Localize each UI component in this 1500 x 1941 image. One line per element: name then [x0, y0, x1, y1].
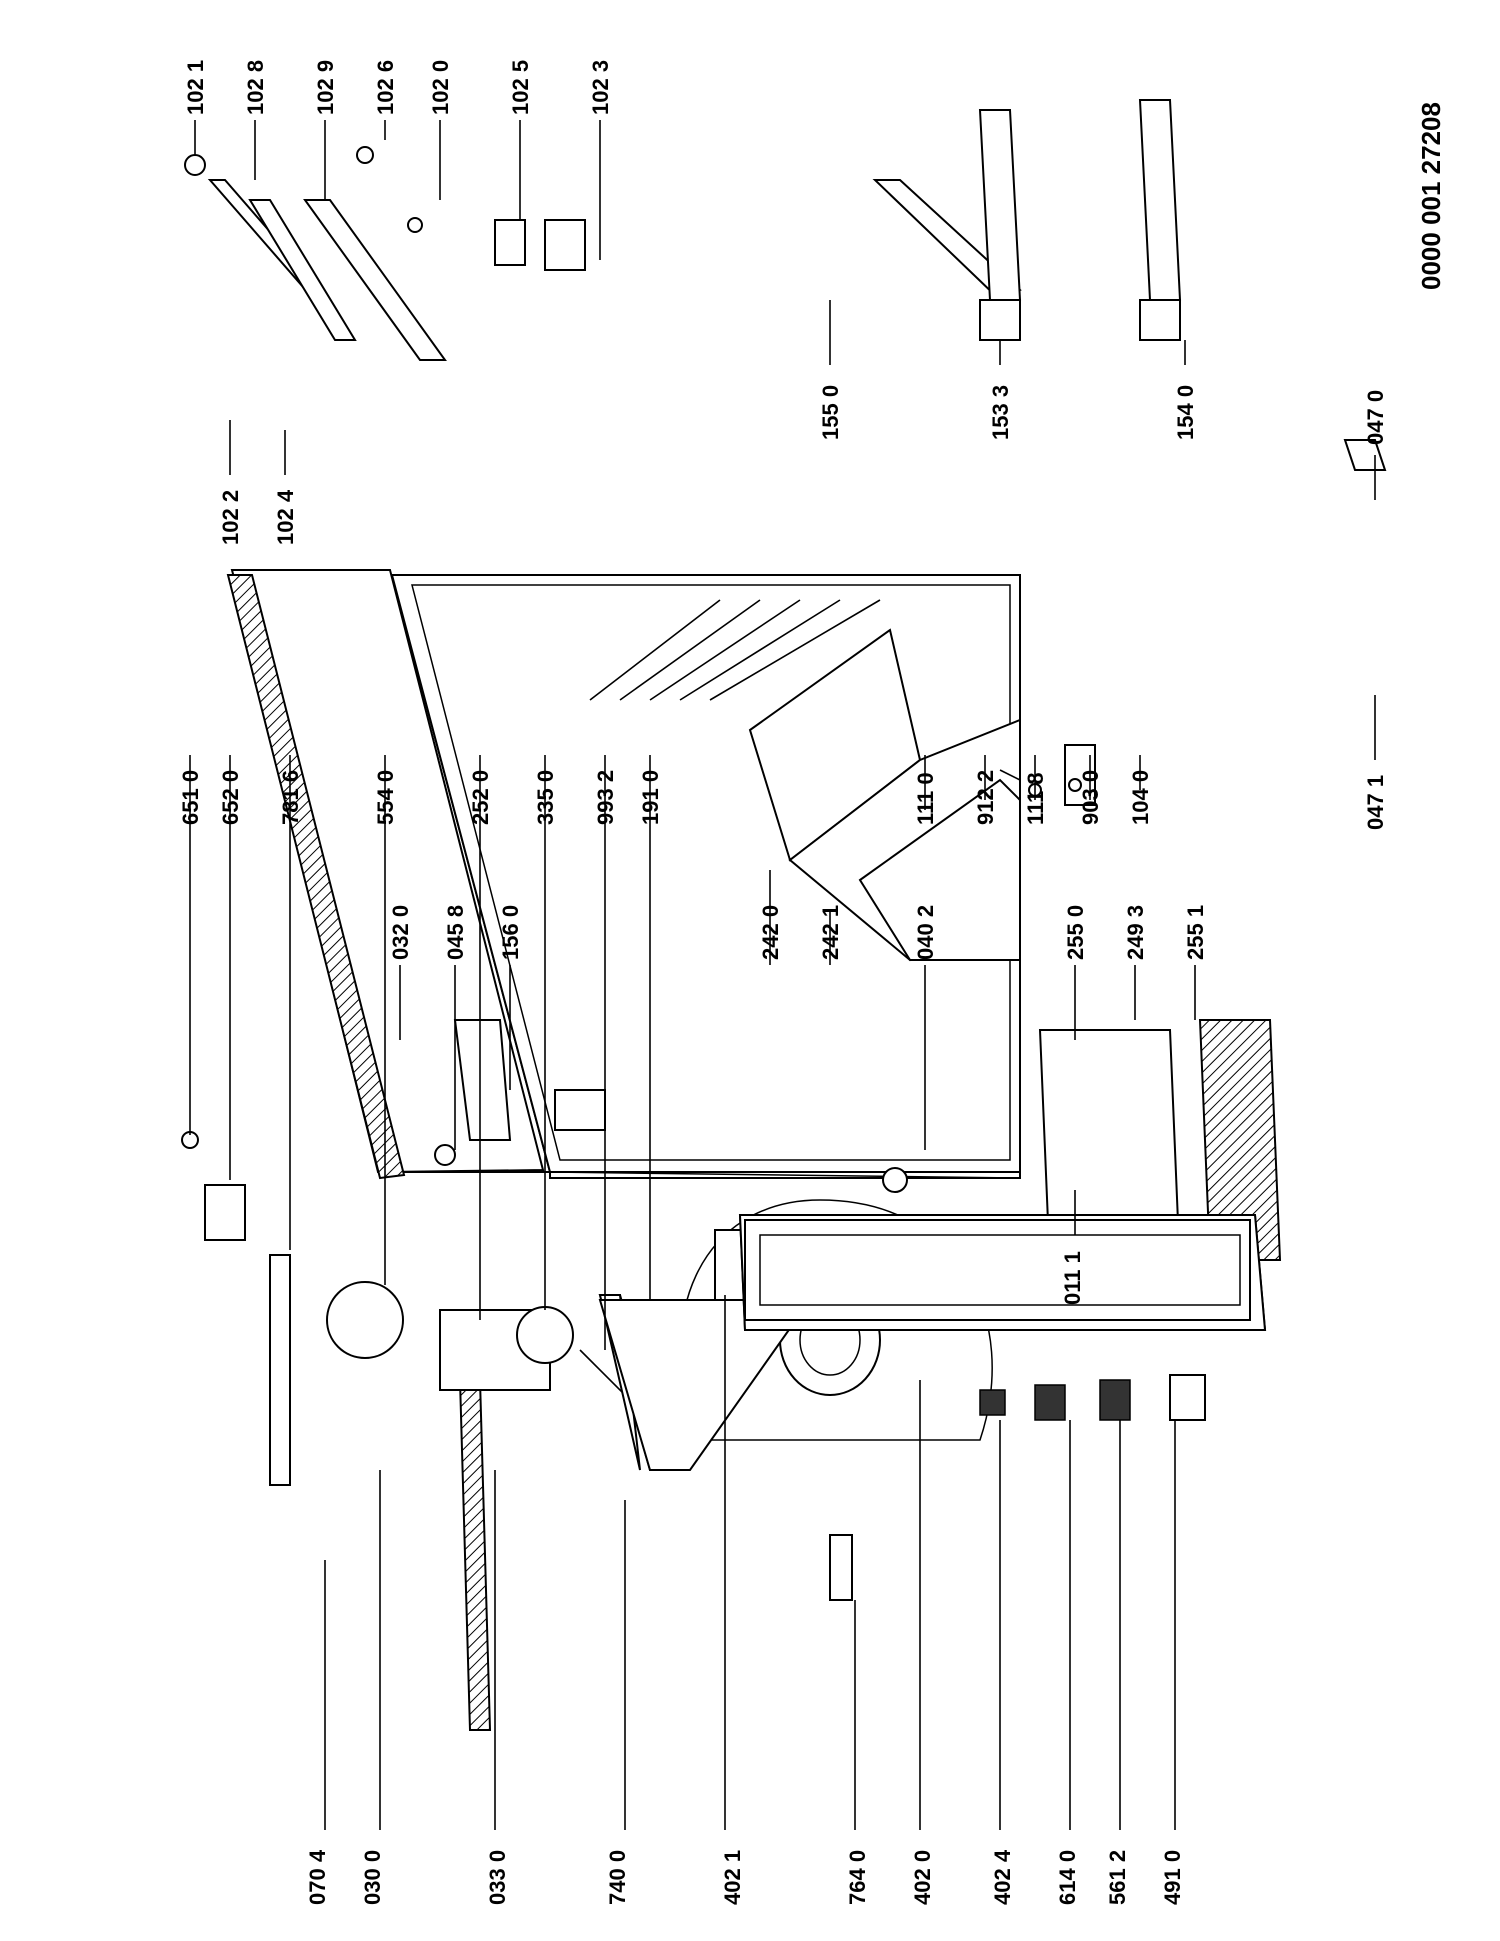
callout-0111: 011 1 [1060, 1251, 1085, 1305]
callout-1110: 111 0 [913, 772, 938, 825]
callout-0320: 032 0 [388, 905, 413, 960]
callout-6520: 652 0 [218, 770, 243, 825]
hinge-pin [434, 1144, 456, 1166]
crisper-cover [858, 778, 1021, 961]
freezer-door-frame [598, 1299, 812, 1471]
light-holder [204, 1184, 246, 1241]
callout-2520: 252 0 [468, 770, 493, 825]
thermostat-housing [453, 1019, 512, 1141]
callout-3350: 335 0 [533, 770, 558, 825]
filter-drier [829, 1534, 853, 1601]
freezer-clip [356, 146, 374, 164]
callout-1040: 104 0 [1128, 770, 1153, 825]
callout-0458: 045 8 [443, 905, 468, 960]
condenser-coil [458, 1379, 492, 1731]
callout-1910: 191 0 [638, 770, 663, 825]
callout-0402: 040 2 [913, 905, 938, 960]
callout-1020: 102 0 [428, 60, 453, 115]
callout-4024: 402 4 [990, 1849, 1015, 1905]
door-screw [1068, 778, 1082, 792]
callout-9932: 993 2 [593, 770, 618, 825]
callout-0300: 030 0 [360, 1850, 385, 1905]
callout-2421: 242 1 [818, 905, 843, 960]
callout-0471: 047 1 [1363, 775, 1388, 830]
callout-1022: 102 2 [218, 490, 243, 545]
wire-shelf [1198, 1019, 1282, 1261]
freezer-hinge [184, 154, 206, 176]
internal-components [181, 1131, 812, 1486]
freezer-inner-frame [248, 199, 357, 341]
freezer-door-panel [303, 199, 447, 361]
callout-0470: 047 0 [1363, 390, 1388, 445]
callout-7400: 740 0 [605, 1850, 630, 1905]
knob [516, 1306, 574, 1364]
callout-2493: 249 3 [1123, 905, 1148, 960]
callout-9122: 912 2 [973, 770, 998, 825]
callout-1023: 102 3 [588, 60, 613, 115]
callout-1029: 102 9 [313, 60, 338, 115]
callout-2420: 242 0 [758, 905, 783, 960]
callout-7816: 781 6 [278, 770, 303, 825]
callout-1550: 155 0 [818, 385, 843, 440]
light-housing [326, 1281, 404, 1359]
cover-clip [1169, 1374, 1206, 1421]
callout-4021: 402 1 [720, 1850, 745, 1905]
callout-2551: 255 1 [1183, 905, 1208, 960]
control-module [554, 1089, 606, 1131]
callout-9030: 903 0 [1078, 770, 1103, 825]
callout-1118: 111 8 [1023, 772, 1048, 825]
callout-4910: 491 0 [1160, 1850, 1185, 1905]
freezer-door-parts [184, 146, 586, 361]
callout-2550: 255 0 [1063, 905, 1088, 960]
leader-lines [189, 120, 1376, 1830]
door-bins [872, 99, 1182, 341]
callout-1533: 153 3 [988, 385, 1013, 440]
refrigerator-cabinet [226, 569, 1206, 1731]
document-code: 0000 001 27208 [1416, 102, 1446, 290]
callout-1540: 154 0 [1173, 385, 1198, 440]
condenser-grille [226, 574, 406, 1180]
callout-5612: 561 2 [1105, 1850, 1130, 1905]
callout-6510: 651 0 [178, 770, 203, 825]
start-capacitor [1099, 1379, 1131, 1421]
callout-4020: 402 0 [910, 1850, 935, 1905]
callout-1024: 102 4 [273, 489, 298, 545]
callout-1025: 102 5 [508, 60, 533, 115]
freezer-latch [544, 219, 586, 271]
freezer-flap [494, 219, 526, 266]
callout-1560: 156 0 [498, 905, 523, 960]
callout-1021: 102 1 [183, 60, 208, 115]
thermostat-capillary [269, 1254, 291, 1486]
callout-0704: 070 4 [305, 1849, 330, 1905]
callout-labels: 070 4 030 0 033 0 740 0 402 1 764 0 402 … [178, 60, 1446, 1905]
callout-1026: 102 6 [373, 60, 398, 115]
door-bin-lower [1138, 99, 1182, 301]
callout-6140: 614 0 [1055, 1850, 1080, 1905]
callout-1028: 102 8 [243, 60, 268, 115]
callout-7640: 764 0 [845, 1850, 870, 1905]
relay-part [979, 1389, 1006, 1416]
bottom-hinge [882, 1167, 908, 1193]
callout-0330: 033 0 [485, 1850, 510, 1905]
overload-protector [1034, 1384, 1066, 1421]
freezer-stop [407, 217, 423, 233]
callout-5540: 554 0 [373, 770, 398, 825]
